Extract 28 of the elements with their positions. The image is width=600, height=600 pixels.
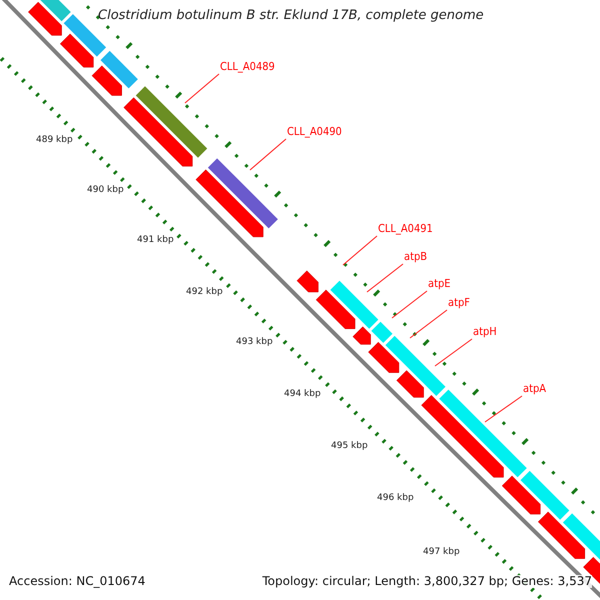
leader-line (410, 310, 448, 338)
scale-label: 491 kbp (137, 236, 174, 246)
leader-line (366, 264, 404, 292)
genome-summary-text: Topology: circular; Length: 3,800,327 bp; Genes: 3,537 (262, 575, 592, 588)
leader-line (484, 396, 522, 422)
leader-line (434, 338, 472, 366)
scale-label: 493 kbp (236, 338, 273, 348)
scale-label: 495 kbp (331, 442, 368, 452)
scale-label: 489 kbp (36, 136, 73, 146)
gene-label: CLL_A0489 (220, 61, 275, 74)
gene-label: CLL_A0491 (378, 223, 433, 236)
accession-text: Accession: NC_010674 (9, 575, 146, 588)
gene-label: atpH (473, 326, 497, 338)
leader-line (184, 74, 220, 104)
leader-line (342, 236, 378, 266)
scale-label: 497 kbp (423, 548, 460, 558)
gene-label: CLL_A0490 (287, 126, 342, 138)
gene-label: atpA (523, 383, 546, 396)
scale-label: 494 kbp (284, 390, 321, 400)
map-title: Clostridium botulinum B str. Eklund 17B, complete genome (98, 9, 484, 24)
scale-label: 492 kbp (186, 288, 223, 298)
leader-line (392, 290, 428, 318)
gene-label: atpE (428, 278, 450, 290)
leader-line (250, 138, 286, 170)
scale-label: 496 kbp (377, 494, 414, 504)
gene-label: atpF (448, 297, 470, 310)
gene-label: atpB (404, 251, 428, 264)
scale-label: 490 kbp (87, 186, 124, 196)
